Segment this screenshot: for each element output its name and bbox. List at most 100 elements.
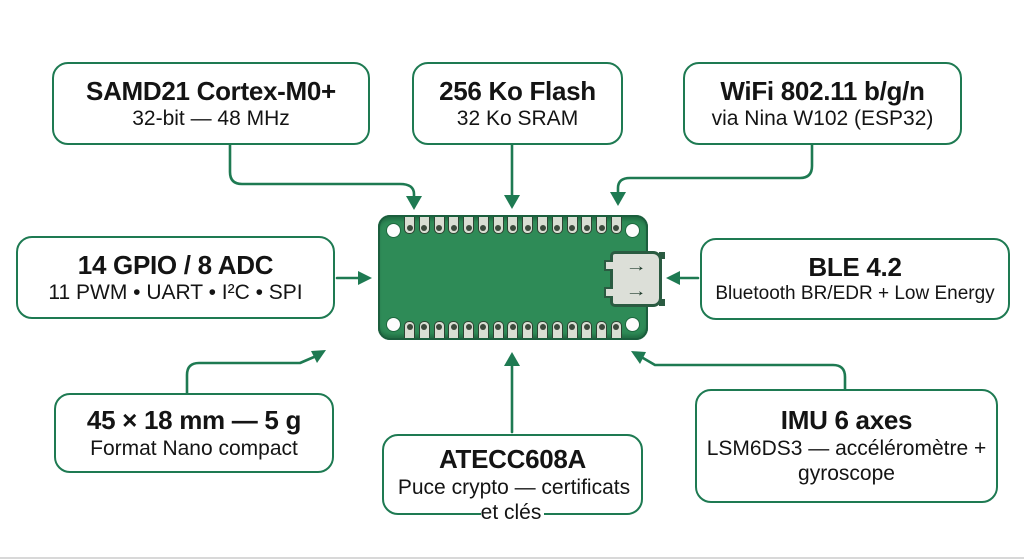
pin-pad (596, 217, 608, 234)
pin-hole (524, 225, 531, 231)
usb-tab (604, 287, 613, 298)
pin-row-top (404, 217, 622, 234)
cropped-bottom-edge (0, 557, 1024, 559)
callout-crypto-title: ATECC608A (438, 444, 587, 474)
pin-hole (524, 324, 531, 330)
callout-io-title: 14 GPIO / 8 ADC (77, 249, 274, 280)
callout-memory: 256 Ko Flash 32 Ko SRAM (412, 62, 623, 145)
callout-size-subtitle: Format Nano compact (90, 436, 298, 460)
pin-hole (598, 225, 605, 231)
callout-cpu: SAMD21 Cortex-M0+ 32-bit — 48 MHz (52, 62, 370, 145)
pin-pad (463, 321, 475, 338)
usb-tab (604, 260, 613, 271)
pin-pad (492, 321, 504, 338)
arrow-crypto-to-board (504, 352, 520, 434)
callout-wifi-subtitle: via Nina W102 (ESP32) (711, 107, 934, 131)
arrow-wifi-to-board (610, 143, 814, 206)
callout-ble: BLE 4.2 Bluetooth BR/EDR + Low Energy (700, 238, 1010, 320)
usb-foot (659, 252, 665, 259)
callout-cpu-subtitle: 32-bit — 48 MHz (132, 107, 290, 131)
pin-pad (418, 217, 430, 234)
pin-pad (448, 321, 460, 338)
pin-hole (583, 324, 590, 330)
pin-hole (583, 225, 590, 231)
pin-pad (581, 321, 593, 338)
pin-hole (406, 324, 413, 330)
usb-arrow-icon: → (625, 282, 647, 300)
pin-hole (613, 225, 620, 231)
pin-pad (492, 217, 504, 234)
arrow-imu-to-board (631, 351, 847, 391)
pin-pad (596, 321, 608, 338)
pin-hole (436, 225, 443, 231)
pin-pad (522, 321, 534, 338)
callout-crypto-subtitle: Puce crypto — certificats et clés (394, 475, 631, 524)
pin-pad (448, 217, 460, 234)
callout-io: 14 GPIO / 8 ADC 11 PWM • UART • I²C • SP… (16, 236, 335, 319)
usb-arrow-icon: → (625, 257, 647, 275)
callout-imu: IMU 6 axes LSM6DS3 — accéléromètre + gyr… (695, 389, 998, 503)
pin-hole (450, 324, 457, 330)
pin-pad (433, 321, 445, 338)
callout-size-title: 45 × 18 mm — 5 g (86, 405, 302, 436)
mounting-hole (626, 318, 639, 331)
pin-pad (507, 217, 519, 234)
pcb-board (378, 215, 648, 340)
pin-hole (421, 225, 428, 231)
pin-hole (480, 225, 487, 231)
pin-hole (569, 225, 576, 231)
pin-hole (613, 324, 620, 330)
pin-pad (463, 217, 475, 234)
callout-ble-title: BLE 4.2 (808, 252, 902, 283)
pin-pad (581, 217, 593, 234)
pin-pad (418, 321, 430, 338)
pin-pad (404, 321, 415, 338)
pin-pad (537, 321, 549, 338)
pin-hole (436, 324, 443, 330)
pin-row-bottom (404, 321, 622, 338)
arrow-cpu-to-board (228, 143, 422, 210)
callout-ble-subtitle: Bluetooth BR/EDR + Low Energy (715, 282, 995, 304)
callout-wifi-title: WiFi 802.11 b/g/n (720, 75, 925, 106)
pin-pad (507, 321, 519, 338)
mounting-hole (387, 318, 400, 331)
pin-pad (610, 321, 622, 338)
pin-pad (537, 217, 549, 234)
pin-pad (433, 217, 445, 234)
pin-hole (406, 225, 413, 231)
pin-hole (554, 324, 561, 330)
pin-hole (450, 225, 457, 231)
pin-pad (566, 217, 578, 234)
pin-hole (509, 225, 516, 231)
pin-hole (598, 324, 605, 330)
pin-pad (477, 217, 489, 234)
pin-hole (539, 324, 546, 330)
mounting-hole (626, 224, 639, 237)
callout-cpu-title: SAMD21 Cortex-M0+ (86, 75, 336, 106)
pin-hole (480, 324, 487, 330)
pin-pad (477, 321, 489, 338)
callout-crypto: ATECC608A Puce crypto — certificats et c… (382, 434, 643, 524)
arrow-size-to-board (185, 350, 326, 395)
pin-hole (465, 225, 472, 231)
pin-pad (522, 217, 534, 234)
pin-hole (421, 324, 428, 330)
pin-hole (509, 324, 516, 330)
pin-hole (495, 324, 502, 330)
pin-hole (495, 225, 502, 231)
callout-size: 45 × 18 mm — 5 g Format Nano compact (54, 393, 334, 473)
callout-memory-subtitle: 32 Ko SRAM (456, 107, 579, 131)
pin-pad (404, 217, 415, 234)
callout-imu-subtitle: LSM6DS3 — accéléromètre + gyroscope (706, 437, 987, 486)
pin-hole (465, 324, 472, 330)
pin-pad (551, 217, 563, 234)
pin-pad (566, 321, 578, 338)
callout-imu-title: IMU 6 axes (780, 405, 913, 436)
arrow-memory-to-board (504, 143, 520, 209)
pin-hole (539, 225, 546, 231)
pin-hole (554, 225, 561, 231)
callout-memory-title: 256 Ko Flash (439, 75, 596, 106)
callout-io-subtitle: 11 PWM • UART • I²C • SPI (48, 281, 303, 305)
usb-foot (659, 299, 665, 306)
